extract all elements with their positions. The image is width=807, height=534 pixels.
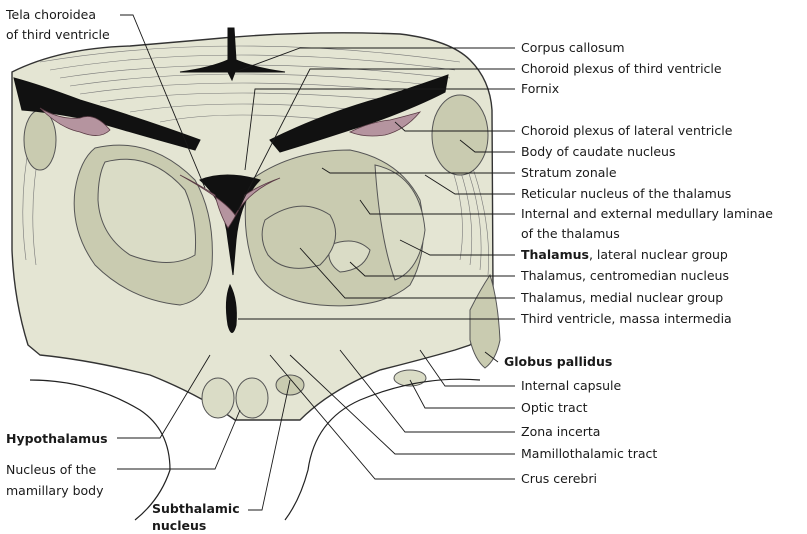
optic-tract-shape xyxy=(394,370,426,386)
label-mamillary-line1: Nucleus of the xyxy=(6,462,97,477)
label-caudate-body: Body of caudate nucleus xyxy=(521,144,675,159)
label-thalamus-bold: Thalamus xyxy=(521,247,589,262)
cerebral-peduncle-left-outline xyxy=(30,380,170,520)
label-centromedian: Thalamus, centromedian nucleus xyxy=(520,268,729,283)
right-medial-group xyxy=(262,206,336,268)
label-internal-capsule: Internal capsule xyxy=(521,378,622,393)
label-mamillothalamic-tract: Mamillothalamic tract xyxy=(521,446,657,461)
label-laminae-line1: Internal and external medullary laminae xyxy=(521,206,773,221)
right-labels: Corpus callosum Choroid plexus of third … xyxy=(504,40,773,486)
label-mamillary-line2: mamillary body xyxy=(6,483,104,498)
label-tela-choroidea-line1: Tela choroidea xyxy=(5,7,96,22)
mamillary-body-right xyxy=(236,378,268,418)
label-massa-intermedia: Third ventricle, massa intermedia xyxy=(520,311,732,326)
label-subthalamic-line2: nucleus xyxy=(152,518,206,533)
label-thalamus-lateral: Thalamus, lateral nuclear group xyxy=(521,247,728,262)
label-fornix: Fornix xyxy=(521,81,559,96)
label-reticular-nucleus: Reticular nucleus of the thalamus xyxy=(521,186,731,201)
label-globus-pallidus: Globus pallidus xyxy=(504,354,612,369)
label-crus-cerebri: Crus cerebri xyxy=(521,471,597,486)
label-subthalamic-line1: Subthalamic xyxy=(152,501,240,516)
mamillary-body-left xyxy=(202,378,234,418)
label-optic-tract: Optic tract xyxy=(521,400,588,415)
label-corpus-callosum: Corpus callosum xyxy=(521,40,625,55)
label-laminae-line2: of the thalamus xyxy=(521,226,620,241)
label-stratum-zonale: Stratum zonale xyxy=(521,165,617,180)
label-hypothalamus: Hypothalamus xyxy=(6,431,108,446)
label-medial-group: Thalamus, medial nuclear group xyxy=(520,290,723,305)
label-zona-incerta: Zona incerta xyxy=(521,424,600,439)
label-tela-choroidea-line2: of third ventricle xyxy=(6,27,110,42)
label-thalamus-rest: , lateral nuclear group xyxy=(589,247,728,262)
caudate-nucleus-left xyxy=(24,110,56,170)
label-choroid-plexus-third: Choroid plexus of third ventricle xyxy=(521,61,722,76)
brain-section-illustration xyxy=(12,28,500,520)
caudate-nucleus-right xyxy=(432,95,488,175)
label-choroid-plexus-lateral: Choroid plexus of lateral ventricle xyxy=(521,123,733,138)
